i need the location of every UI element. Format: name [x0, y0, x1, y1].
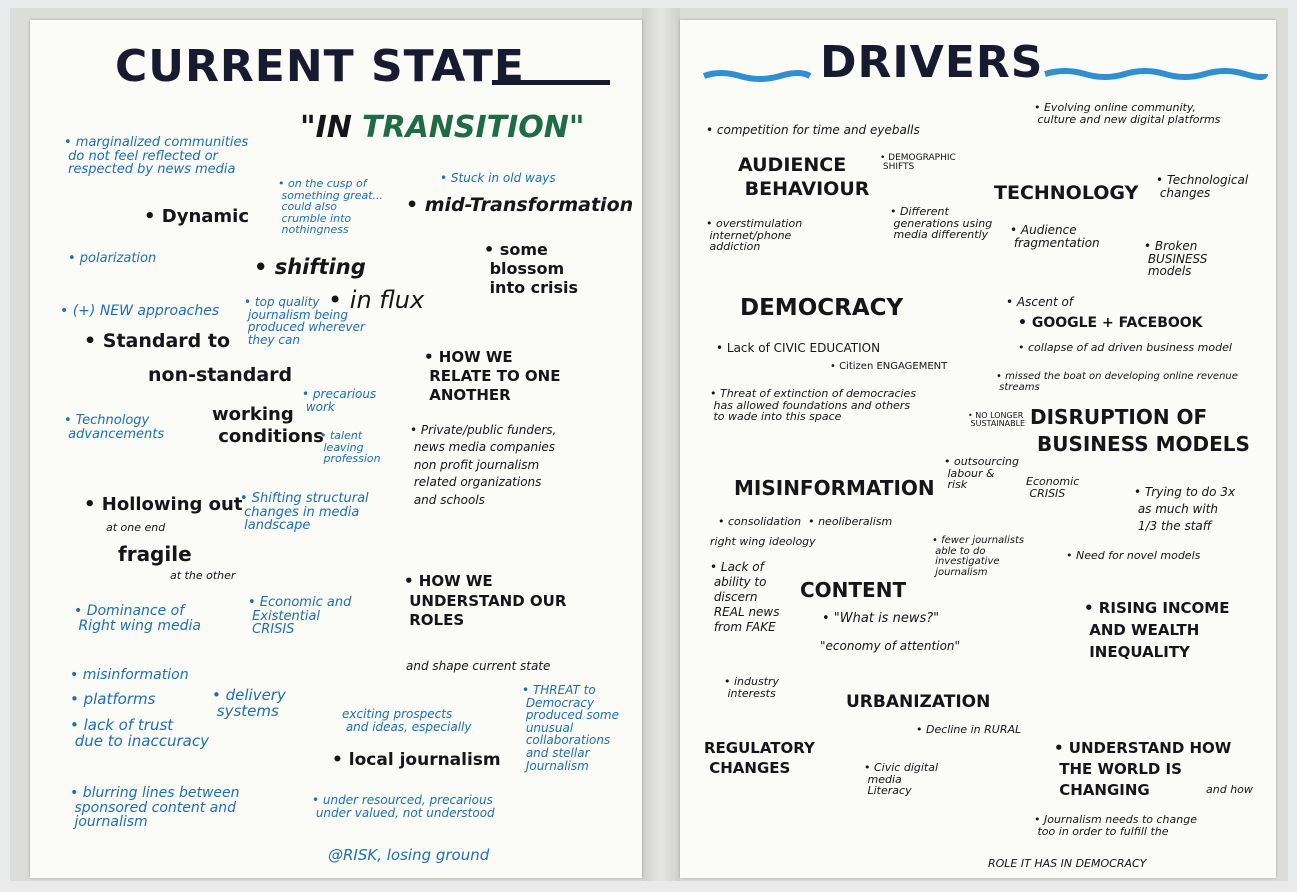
current-state-title: CURRENT STATE [115, 41, 525, 92]
note-non-standard: non-standard [148, 364, 293, 386]
note-different-gen: • Different generations using media diff… [890, 205, 993, 242]
note-polarization: • polarization [68, 251, 157, 266]
whiteboard-photo: CURRENT STATE "IN TRANSITION" • marginal… [10, 8, 1288, 881]
note-broken-models: • Broken BUSINESS models [1144, 239, 1208, 279]
note-regulatory: REGULATORY CHANGES [704, 739, 815, 778]
note-platforms: • platforms [70, 690, 156, 708]
note-threat: • THREAT to Democracy produced some unus… [522, 683, 620, 773]
note-top-quality: • top quality journalism being produced … [244, 295, 365, 347]
note-shape-current: and shape current state [406, 659, 551, 673]
note-under-resourced: • under resourced, precarious under valu… [312, 793, 495, 820]
title-wave-lines [702, 68, 1268, 82]
note-shifting-structural: • Shifting structural changes in media l… [240, 491, 369, 534]
note-technology-adv: • Technology advancements [64, 413, 165, 442]
note-right-wing: right wing ideology [710, 535, 816, 548]
title-underline [492, 80, 610, 85]
note-dynamic: • Dynamic [144, 206, 250, 227]
note-technology: TECHNOLOGY [994, 182, 1139, 204]
note-fragile: fragile [118, 542, 192, 566]
note-consolidation: • consolidation • neoliberalism [718, 515, 893, 528]
note-shifting: • shifting [254, 255, 366, 279]
note-misinformation: • misinformation [70, 667, 189, 683]
note-economic-existential: • Economic and Existential CRISIS [248, 595, 352, 638]
note-fewer-journalists: • fewer journalists able to do investiga… [932, 535, 1025, 578]
note-ascent-of: • Ascent of [1006, 295, 1074, 309]
note-demographic: • DEMOGRAPHIC SHIFTS [880, 153, 956, 173]
note-tech-changes: • Technological changes [1156, 173, 1249, 200]
note-democracy: DEMOCRACY [740, 295, 904, 321]
note-standard-to: • Standard to [84, 330, 231, 352]
note-some-blossom: • some blossom into crisis [484, 240, 579, 298]
note-mid-transformation: • mid-Transformation [406, 194, 634, 216]
note-need-novel: • Need for novel models [1066, 549, 1201, 562]
note-dominance: • Dominance of Right wing media [74, 603, 201, 634]
note-audience-frag: • Audience fragmentation [1010, 223, 1100, 250]
note-content: CONTENT [800, 578, 907, 602]
note-stuck: • Stuck in old ways [440, 171, 556, 185]
note-outsourcing: • outsourcing labour & risk [944, 455, 1020, 492]
note-overstimulation: • overstimulation internet/phone addicti… [706, 217, 803, 254]
note-lack-ability: • Lack of ability to discern REAL news f… [710, 560, 780, 634]
note-trying: • Trying to do 3x as much with 1/3 the s… [1134, 485, 1236, 533]
note-lack-civic: • Lack of CIVIC EDUCATION [716, 341, 881, 355]
sheet-gap [642, 8, 680, 881]
note-funders: • Private/public funders, news media com… [410, 423, 557, 507]
subtitle-transition: TRANSITION" [362, 110, 585, 145]
note-economic-crisis: Economic CRISIS [1026, 475, 1080, 500]
note-at-one-end: at one end [106, 521, 166, 534]
note-marginalized: • marginalized communities do not feel r… [64, 135, 249, 178]
note-collapse: • collapse of ad driven business model [1018, 341, 1232, 354]
note-blurring: • blurring lines between sponsored conte… [70, 785, 240, 831]
note-and-how: and how [1206, 783, 1253, 796]
drivers-title: DRIVERS [820, 37, 1044, 88]
note-journalism-needs: • Journalism needs to change too in orde… [1034, 813, 1197, 838]
note-local-journalism: • local journalism [332, 750, 501, 770]
note-google-facebook: • GOOGLE + FACEBOOK [1018, 315, 1203, 331]
note-rising-income: • RISING INCOME AND WEALTH INEQUALITY [1084, 599, 1230, 661]
sheet-current-state: CURRENT STATE "IN TRANSITION" • marginal… [30, 20, 642, 878]
note-no-longer: • NO LONGER SUSTAINABLE [968, 411, 1026, 429]
note-cusp: • on the cusp of something great... coul… [278, 177, 384, 237]
note-new-approaches: • (+) NEW approaches [60, 303, 220, 319]
subtitle-in: "IN [300, 110, 363, 145]
note-disruption: DISRUPTION OF BUSINESS MODELS [1030, 405, 1250, 456]
note-threat-extinction: • Threat of extinction of democracies ha… [710, 387, 917, 424]
note-industry: • industry interests [724, 675, 780, 700]
note-how-we-understand: • HOW WE UNDERSTAND OUR ROLES [404, 572, 567, 629]
note-precarious-work: • precarious work [302, 387, 377, 414]
note-hollowing: • Hollowing out [84, 494, 243, 515]
note-at-risk: @RISK, losing ground [328, 846, 490, 864]
note-civic-digital: • Civic digital media Literacy [864, 761, 939, 798]
note-decline-rural: • Decline in RURAL [916, 723, 1022, 736]
note-urbanization: URBANIZATION [846, 692, 991, 712]
note-lack-trust: • lack of trust due to inaccuracy [70, 716, 209, 750]
note-delivery: • delivery systems [212, 686, 286, 720]
note-how-we-relate: • HOW WE RELATE TO ONE ANOTHER [424, 348, 561, 404]
note-working-conditions: working conditions [212, 404, 324, 447]
note-economy-attention: "economy of attention" [820, 639, 961, 653]
note-what-is-news: • "What is news?" [822, 611, 940, 626]
note-evolving: • Evolving online community, culture and… [1034, 101, 1221, 126]
note-talent-leaving: • talent leaving profession [320, 429, 381, 466]
note-in-flux: • in flux [328, 286, 425, 314]
note-misinformation-right: MISINFORMATION [734, 476, 935, 500]
note-missed-boat: • missed the boat on developing online r… [996, 371, 1238, 393]
note-citizen: • Citizen ENGAGEMENT [830, 361, 948, 372]
note-role-it-has: ROLE IT HAS IN DEMOCRACY [988, 857, 1147, 870]
note-exciting: exciting prospects and ideas, especially [342, 707, 472, 734]
sheet-drivers: DRIVERS • competition for time and eyeba… [680, 20, 1276, 878]
note-at-the-other: at the other [170, 569, 236, 582]
note-competition: • competition for time and eyeballs [706, 123, 920, 137]
note-understand-how: • UNDERSTAND HOW THE WORLD IS CHANGING [1054, 739, 1232, 799]
note-audience-behaviour: AUDIENCE BEHAVIOUR [738, 154, 870, 200]
